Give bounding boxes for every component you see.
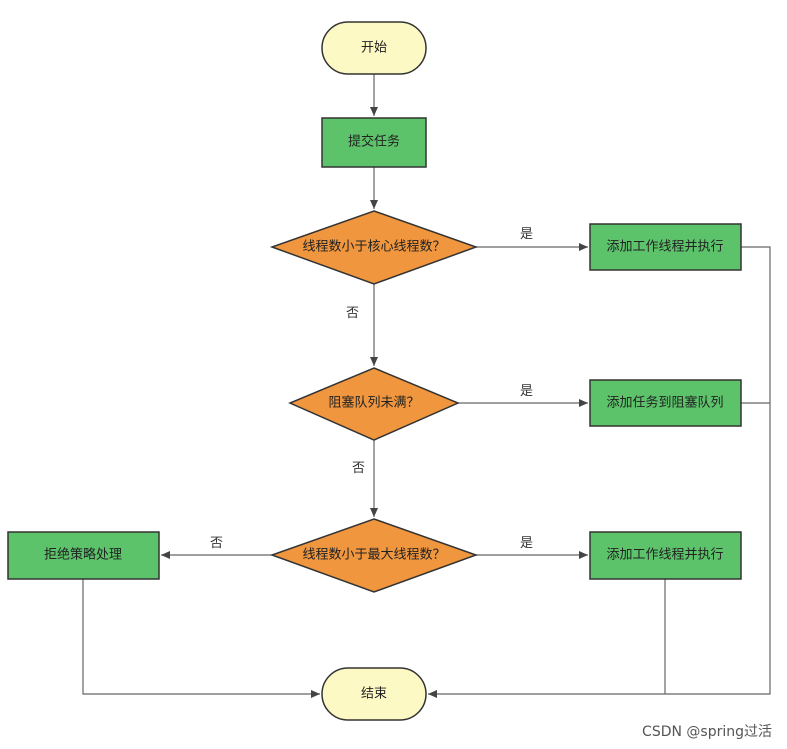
node-add-worker-2: 添加工作线程并执行 [589,531,742,580]
node-start: 开始 [321,21,427,75]
node-reject: 拒绝策略处理 [7,531,160,580]
node-submit-label: 提交任务 [348,134,400,150]
node-add-to-queue: 添加任务到阻塞队列 [589,379,742,427]
node-add-worker-1: 添加工作线程并执行 [589,223,742,271]
terminal-shape [321,21,427,75]
label-yes-core: 是 [520,227,533,242]
process-shape [321,117,427,168]
node-reject-label: 拒绝策略处理 [44,547,122,563]
edge-right-trunk [428,246,771,698]
label-yes-queue: 是 [520,384,533,399]
node-add-worker-2-label: 添加工作线程并执行 [606,548,723,563]
watermark: CSDN @spring过活 [642,724,772,740]
label-no-max: 否 [210,536,223,551]
process-shape [589,379,742,427]
node-start-label: 开始 [361,41,387,56]
edge-labels: 是 否 是 否 是 否 [210,227,533,551]
node-check-max: 线程数小于最大线程数？ [269,518,479,593]
node-check-core: 线程数小于核心线程数？ [269,210,479,285]
process-shape [589,223,742,271]
label-yes-max: 是 [520,536,533,551]
edge-reject-to-end [82,579,320,698]
decision-shape [288,367,460,441]
label-no-queue: 否 [352,461,365,476]
decision-shape [269,210,479,285]
process-shape [589,531,742,580]
node-end-label: 结束 [361,687,387,702]
node-add-to-queue-label: 添加任务到阻塞队列 [606,395,723,411]
process-shape [7,531,160,580]
node-check-max-label: 线程数小于最大线程数？ [302,548,445,563]
decision-shape [269,518,479,593]
node-check-queue: 阻塞队列未满？ [288,367,460,441]
label-no-core: 否 [346,306,359,321]
node-submit: 提交任务 [321,117,427,168]
node-end: 结束 [321,667,427,721]
terminal-shape [321,667,427,721]
edges [82,74,771,698]
node-check-queue-label: 阻塞队列未满？ [328,395,419,411]
node-add-worker-1-label: 添加工作线程并执行 [606,240,723,255]
node-check-core-label: 线程数小于核心线程数？ [302,240,445,255]
